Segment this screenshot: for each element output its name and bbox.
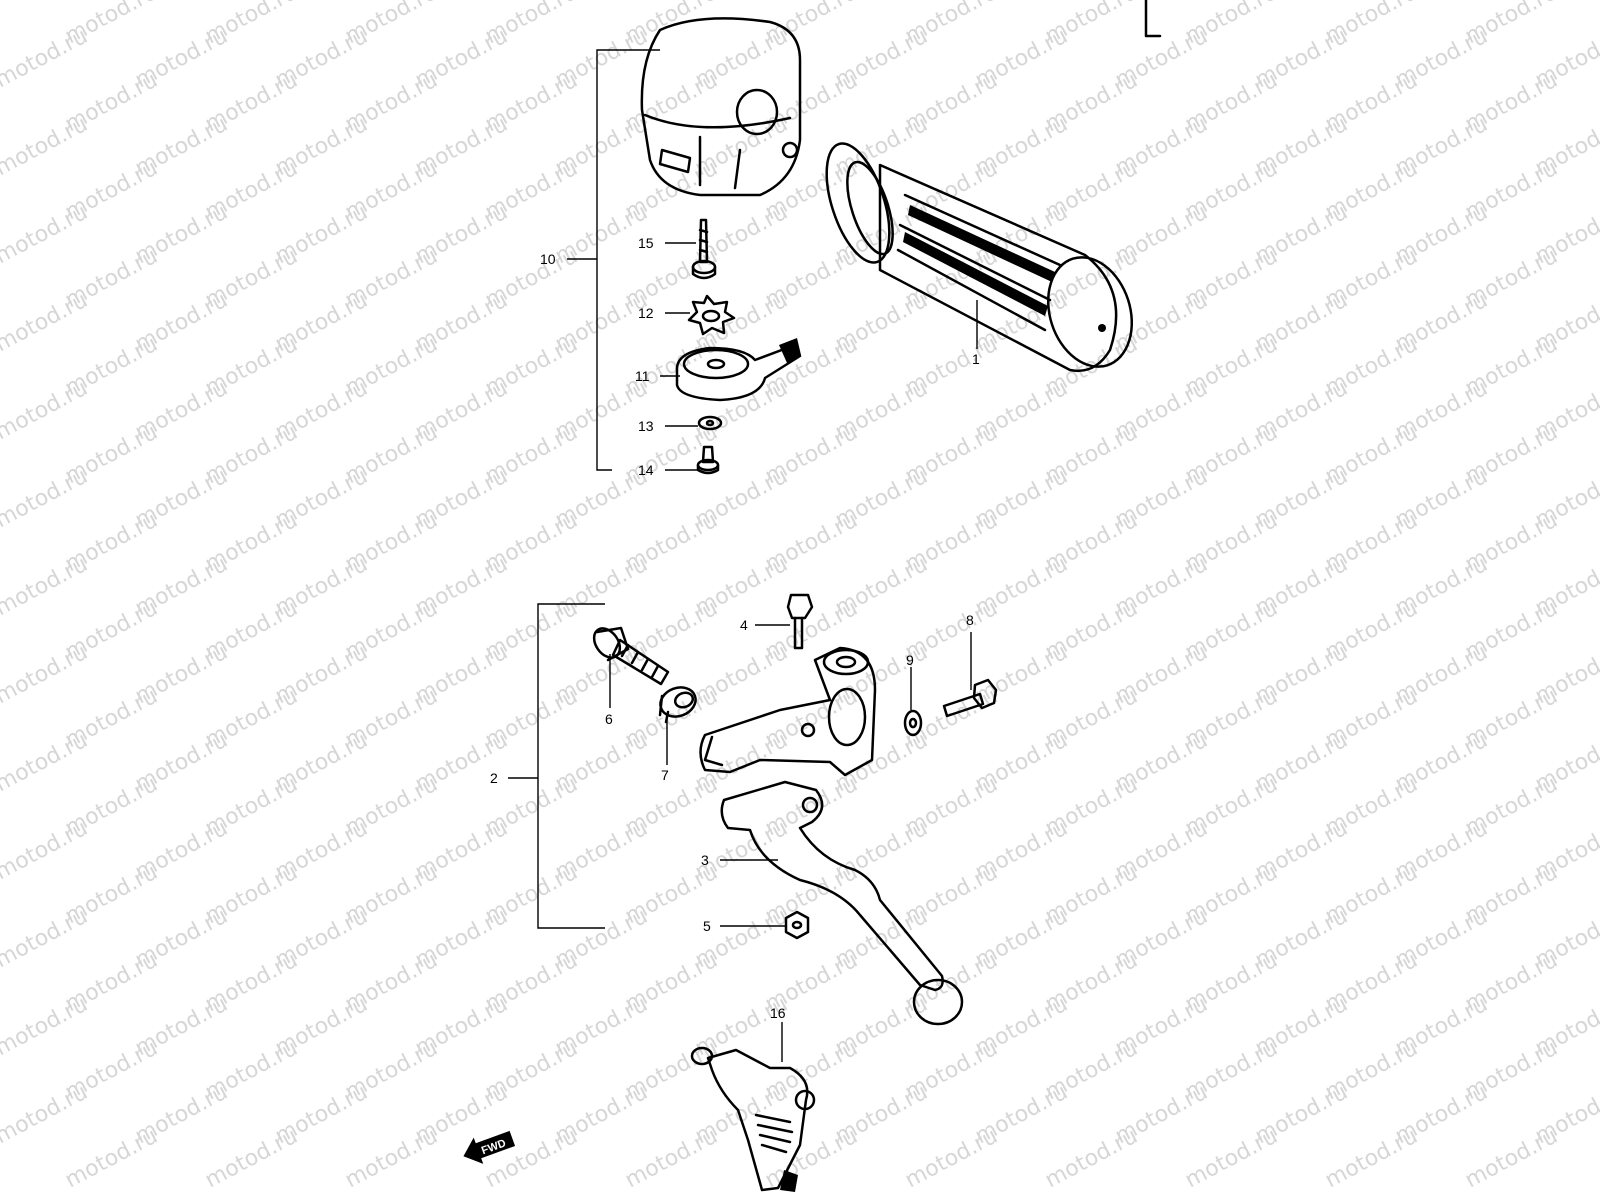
watermark-text: motod.ru [1181,1124,1282,1193]
watermark-text: motod.ru [0,112,92,181]
watermark-text: motod.ru [621,1124,722,1193]
bracket-10 [596,49,660,471]
switch-housing [640,17,802,197]
washer-13 [697,415,723,431]
washer-9-hole [908,717,918,729]
watermark-text: motod.ru [0,200,92,269]
watermark-text: motod.ru [901,1124,1002,1193]
bolt-4 [786,593,814,650]
watermark-text: motod.ru [0,904,92,973]
watermark-text: motod.ru [0,24,92,93]
callout-10: 10 [540,251,556,267]
washer-13-hole [705,419,715,427]
watermark-text: motod.ru [0,992,92,1061]
watermark-text: motod.ru [481,1124,582,1193]
watermark-text: motod.ru [0,1080,92,1149]
callout-1: 1 [972,351,980,367]
star-washer-12 [687,294,736,336]
washer-9 [903,709,923,737]
throttle-grip [825,142,1134,373]
bolt-8 [942,678,998,718]
lever-holder [699,646,877,777]
watermark-text: motod.ru [1461,1124,1562,1193]
switch-plate-11 [675,338,802,402]
watermark-text: motod.ru [341,1124,442,1193]
watermark-text: motod.ru [1041,1124,1142,1193]
callout-16: 16 [770,1005,786,1021]
callout-13: 13 [638,418,654,434]
watermark-text: motod.ru [0,640,92,709]
screw-14 [696,445,720,475]
callout-9: 9 [906,652,914,668]
clutch-lever-3 [720,780,964,1026]
watermark-text: motod.ru [0,816,92,885]
watermark-text: motod.ru [0,0,92,5]
callout-15: 15 [638,235,654,251]
callout-5: 5 [703,918,711,934]
watermark-text: motod.ru [0,552,92,621]
watermark-text: motod.ru [201,1124,302,1193]
watermark-text: motod.ru [1321,1124,1422,1193]
callout-6: 6 [605,711,613,727]
callout-12: 12 [638,305,654,321]
clutch-switch-16 [690,1046,816,1192]
callout-8: 8 [966,612,974,628]
watermark-text: motod.ru [61,1124,162,1193]
bracket-2 [537,603,605,929]
callout-3: 3 [701,852,709,868]
watermark-text: motod.ru [0,288,92,357]
watermark-text: motod.ru [0,728,92,797]
callout-14: 14 [638,462,654,478]
watermark-text: motod.ru [761,1124,862,1193]
screw-15 [691,218,717,280]
callout-2: 2 [490,770,498,786]
watermark-text: motod.ru [0,376,92,445]
frame-corner [1144,0,1162,38]
callout-7: 7 [661,767,669,783]
callout-4: 4 [740,617,748,633]
watermark-text: motod.ru [0,464,92,533]
nut-5 [784,910,810,940]
adjuster-bolt-6 [592,626,670,686]
callout-11: 11 [635,368,650,384]
